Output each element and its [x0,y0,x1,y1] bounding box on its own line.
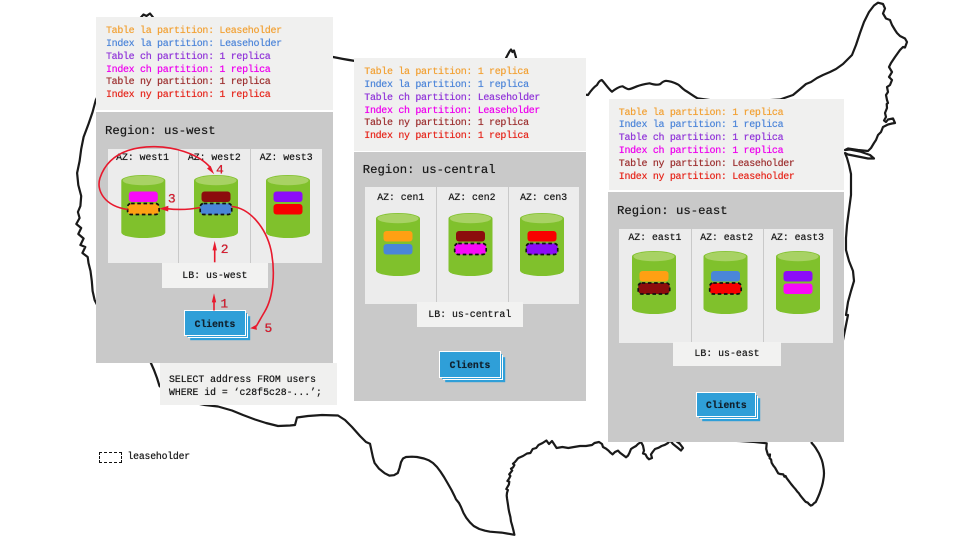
svg-text:3: 3 [168,192,176,207]
svg-text:2: 2 [221,242,229,257]
svg-text:5: 5 [264,321,272,336]
svg-text:4: 4 [216,162,224,177]
svg-text:1: 1 [220,297,228,312]
